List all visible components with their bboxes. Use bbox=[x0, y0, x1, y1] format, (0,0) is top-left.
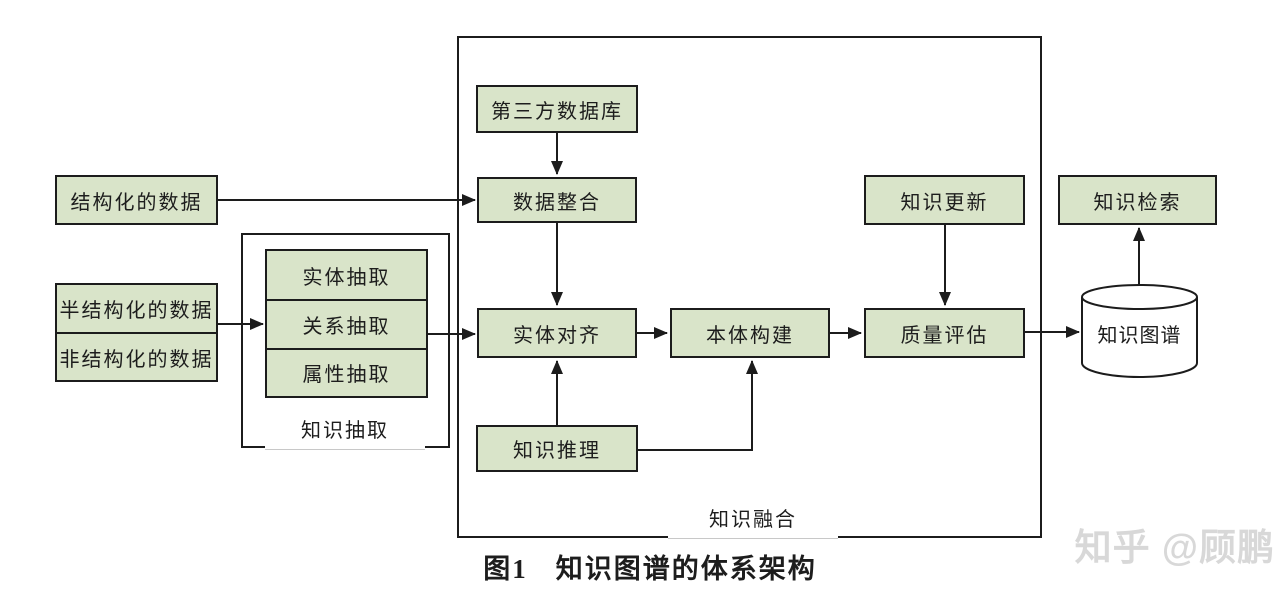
node-structured-data-label: 结构化的数据 bbox=[70, 191, 203, 214]
node-third-party-db-label: 第三方数据库 bbox=[491, 100, 623, 123]
node-semi-structured-data: 半结构化的数据 bbox=[57, 285, 216, 332]
node-relation-extraction: 关系抽取 bbox=[267, 299, 426, 347]
node-third-party-db: 第三方数据库 bbox=[476, 85, 638, 133]
zhihu-watermark-text: 知乎 @顾鹏 bbox=[1074, 527, 1275, 568]
node-quality-evaluation-label: 质量评估 bbox=[900, 324, 989, 347]
group-knowledge-extraction-label-text: 知识抽取 bbox=[301, 420, 389, 442]
figure-number: 图1 bbox=[483, 553, 528, 584]
node-knowledge-update: 知识更新 bbox=[864, 175, 1025, 225]
arrow-knowledge-reasoning-to-ontology-construction bbox=[637, 360, 758, 451]
group-knowledge-fusion-label: 知识融合 bbox=[668, 509, 838, 539]
node-knowledge-retrieval: 知识检索 bbox=[1058, 175, 1217, 225]
zhihu-watermark: 知乎 @顾鹏 bbox=[1040, 521, 1275, 568]
node-ontology-construction-label: 本体构建 bbox=[706, 324, 794, 347]
node-knowledge-reasoning: 知识推理 bbox=[476, 425, 638, 472]
node-extraction-stack: 实体抽取 关系抽取 属性抽取 bbox=[265, 249, 428, 398]
node-relation-extraction-label: 关系抽取 bbox=[302, 315, 391, 338]
group-knowledge-fusion-label-text: 知识融合 bbox=[709, 509, 797, 531]
node-knowledge-graph-label-text: 知识图谱 bbox=[1097, 324, 1182, 347]
node-entity-extraction: 实体抽取 bbox=[267, 251, 426, 299]
node-knowledge-update-label: 知识更新 bbox=[900, 191, 989, 214]
group-knowledge-extraction-label: 知识抽取 bbox=[265, 420, 425, 450]
node-unstructured-data-label: 非结构化的数据 bbox=[59, 348, 214, 371]
node-attribute-extraction-label: 属性抽取 bbox=[302, 364, 391, 387]
node-entity-alignment: 实体对齐 bbox=[477, 308, 637, 358]
node-semi-structured-data-label: 半结构化的数据 bbox=[59, 300, 214, 323]
node-quality-evaluation: 质量评估 bbox=[864, 308, 1025, 358]
knowledge-graph-cylinder bbox=[1081, 284, 1198, 378]
node-ontology-construction: 本体构建 bbox=[670, 308, 830, 358]
figure-title: 知识图谱的体系架构 bbox=[555, 553, 817, 584]
node-knowledge-graph-label: 知识图谱 bbox=[1082, 314, 1197, 352]
node-entity-alignment-label: 实体对齐 bbox=[513, 324, 601, 347]
node-data-integration: 数据整合 bbox=[477, 177, 637, 223]
node-knowledge-reasoning-label: 知识推理 bbox=[513, 440, 601, 462]
node-entity-extraction-label: 实体抽取 bbox=[302, 266, 391, 289]
node-knowledge-retrieval-label: 知识检索 bbox=[1093, 191, 1182, 214]
node-unstructured-data: 非结构化的数据 bbox=[57, 332, 216, 380]
node-data-integration-label: 数据整合 bbox=[513, 191, 601, 214]
figure-caption: 图1 知识图谱的体系架构 bbox=[420, 549, 880, 584]
node-attribute-extraction: 属性抽取 bbox=[267, 347, 426, 396]
node-structured-data: 结构化的数据 bbox=[55, 175, 218, 225]
node-source-data-stack: 半结构化的数据 非结构化的数据 bbox=[55, 283, 218, 382]
